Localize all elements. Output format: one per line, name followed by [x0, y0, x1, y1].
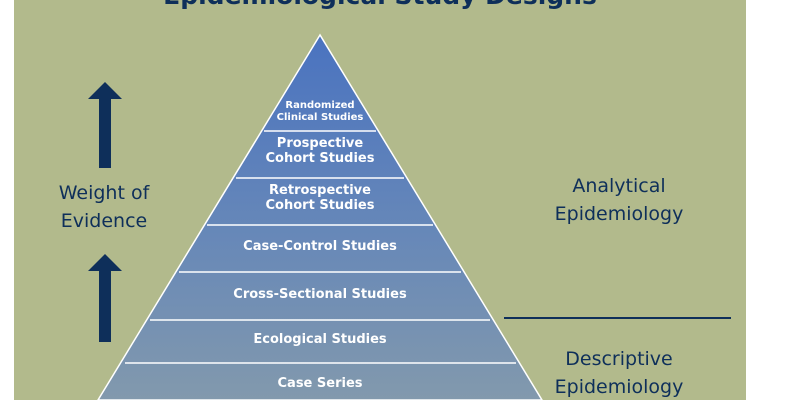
level-line: Cohort Studies [265, 197, 375, 213]
weight-line-2: Evidence [60, 209, 148, 232]
level-line: Ecological Studies [253, 332, 387, 347]
level-prospective-cohort: Prospective Cohort Studies [220, 136, 420, 167]
weight-line-1: Weight of [58, 182, 150, 204]
level-cross-sectional: Cross-Sectional Studies [170, 287, 470, 303]
level-case-control: Case-Control Studies [170, 239, 470, 255]
descriptive-line-1: Descriptive [565, 348, 673, 370]
level-line: Case-Control Studies [243, 239, 397, 254]
level-randomized-clinical-studies: Randomized Clinical Studies [220, 100, 420, 123]
descriptive-line-2: Epidemiology [554, 375, 684, 398]
pyramid-dividers [125, 130, 516, 364]
arrow-up-icon [88, 254, 122, 342]
analytical-epidemiology-label: Analytical Epidemiology [514, 173, 724, 228]
descriptive-epidemiology-label: Descriptive Epidemiology [514, 346, 724, 400]
slide-canvas: Epidemiological Study Designs Randomized… [14, 0, 746, 400]
weight-of-evidence-label: Weight of Evidence [34, 180, 174, 235]
level-line: Randomized [285, 100, 355, 111]
pyramid-body [97, 33, 543, 400]
pyramid [97, 33, 731, 400]
level-retrospective-cohort: Retrospective Cohort Studies [220, 183, 420, 214]
level-line: Cohort Studies [265, 150, 375, 166]
level-line: Cross-Sectional Studies [233, 287, 407, 302]
level-line: Retrospective [269, 183, 371, 198]
level-line: Case Series [277, 376, 363, 391]
arrow-up-icon [88, 82, 122, 168]
level-case-series: Case Series [170, 376, 470, 392]
level-line: Prospective [276, 136, 364, 151]
analytical-line-2: Epidemiology [554, 202, 684, 225]
diagram-title: Epidemiological Study Designs [14, 0, 746, 10]
level-line: Clinical Studies [276, 111, 364, 123]
analytical-line-1: Analytical [572, 175, 666, 197]
level-ecological: Ecological Studies [170, 332, 470, 348]
